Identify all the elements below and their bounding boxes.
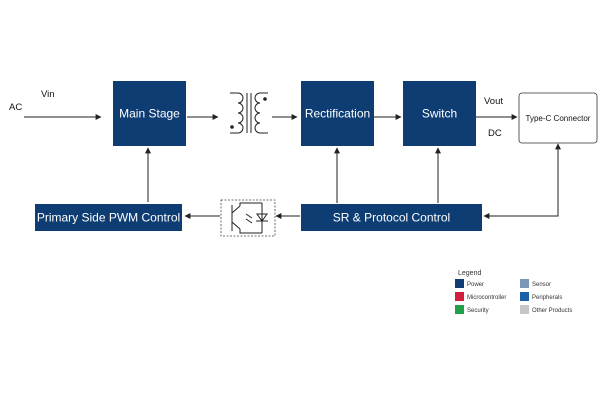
type-c-connector-block[interactable]: Type-C Connector — [518, 92, 598, 144]
sr-protocol-block[interactable]: SR & Protocol Control — [301, 204, 482, 231]
legend-label: Sensor — [532, 282, 551, 288]
legend: Legend Power Sensor Microcontroller Peri… — [455, 270, 572, 314]
legend-item-power: Power — [455, 279, 484, 288]
connections — [24, 114, 561, 219]
legend-label: Peripherals — [532, 295, 562, 301]
legend-swatch — [455, 292, 464, 301]
transformer-icon — [230, 92, 268, 134]
legend-item-sensor: Sensor — [520, 279, 551, 288]
rectification-block[interactable]: Rectification — [301, 81, 374, 146]
legend-item-security: Security — [455, 305, 489, 314]
legend-label: Security — [467, 308, 489, 314]
main-stage-block[interactable]: Main Stage — [113, 81, 186, 146]
main-stage-label: Main Stage — [119, 107, 180, 121]
legend-item-peripherals: Peripherals — [520, 292, 562, 301]
legend-title: Legend — [458, 270, 481, 277]
rectification-label: Rectification — [305, 107, 370, 121]
legend-swatch — [520, 292, 529, 301]
legend-item-microcontroller: Microcontroller — [455, 292, 506, 301]
legend-swatch — [455, 279, 464, 288]
dc-label: DC — [488, 128, 502, 139]
legend-swatch — [455, 305, 464, 314]
legend-swatch — [520, 279, 529, 288]
pwm-control-label: Primary Side PWM Control — [37, 211, 180, 225]
ac-label: AC — [9, 102, 22, 113]
vout-label: Vout — [484, 96, 503, 107]
vin-label: Vin — [41, 89, 55, 100]
legend-label: Power — [467, 282, 484, 288]
optocoupler-icon — [220, 199, 276, 237]
legend-label: Microcontroller — [467, 295, 506, 301]
sr-protocol-label: SR & Protocol Control — [333, 211, 450, 225]
legend-item-other-products: Other Products — [520, 305, 572, 314]
arrow-connector-to-sr — [483, 143, 561, 219]
legend-swatch — [520, 305, 529, 314]
connector-label: Type-C Connector — [526, 114, 591, 123]
pwm-control-block[interactable]: Primary Side PWM Control — [35, 204, 182, 231]
switch-block[interactable]: Switch — [403, 81, 476, 146]
legend-label: Other Products — [532, 308, 572, 314]
switch-label: Switch — [422, 107, 457, 121]
